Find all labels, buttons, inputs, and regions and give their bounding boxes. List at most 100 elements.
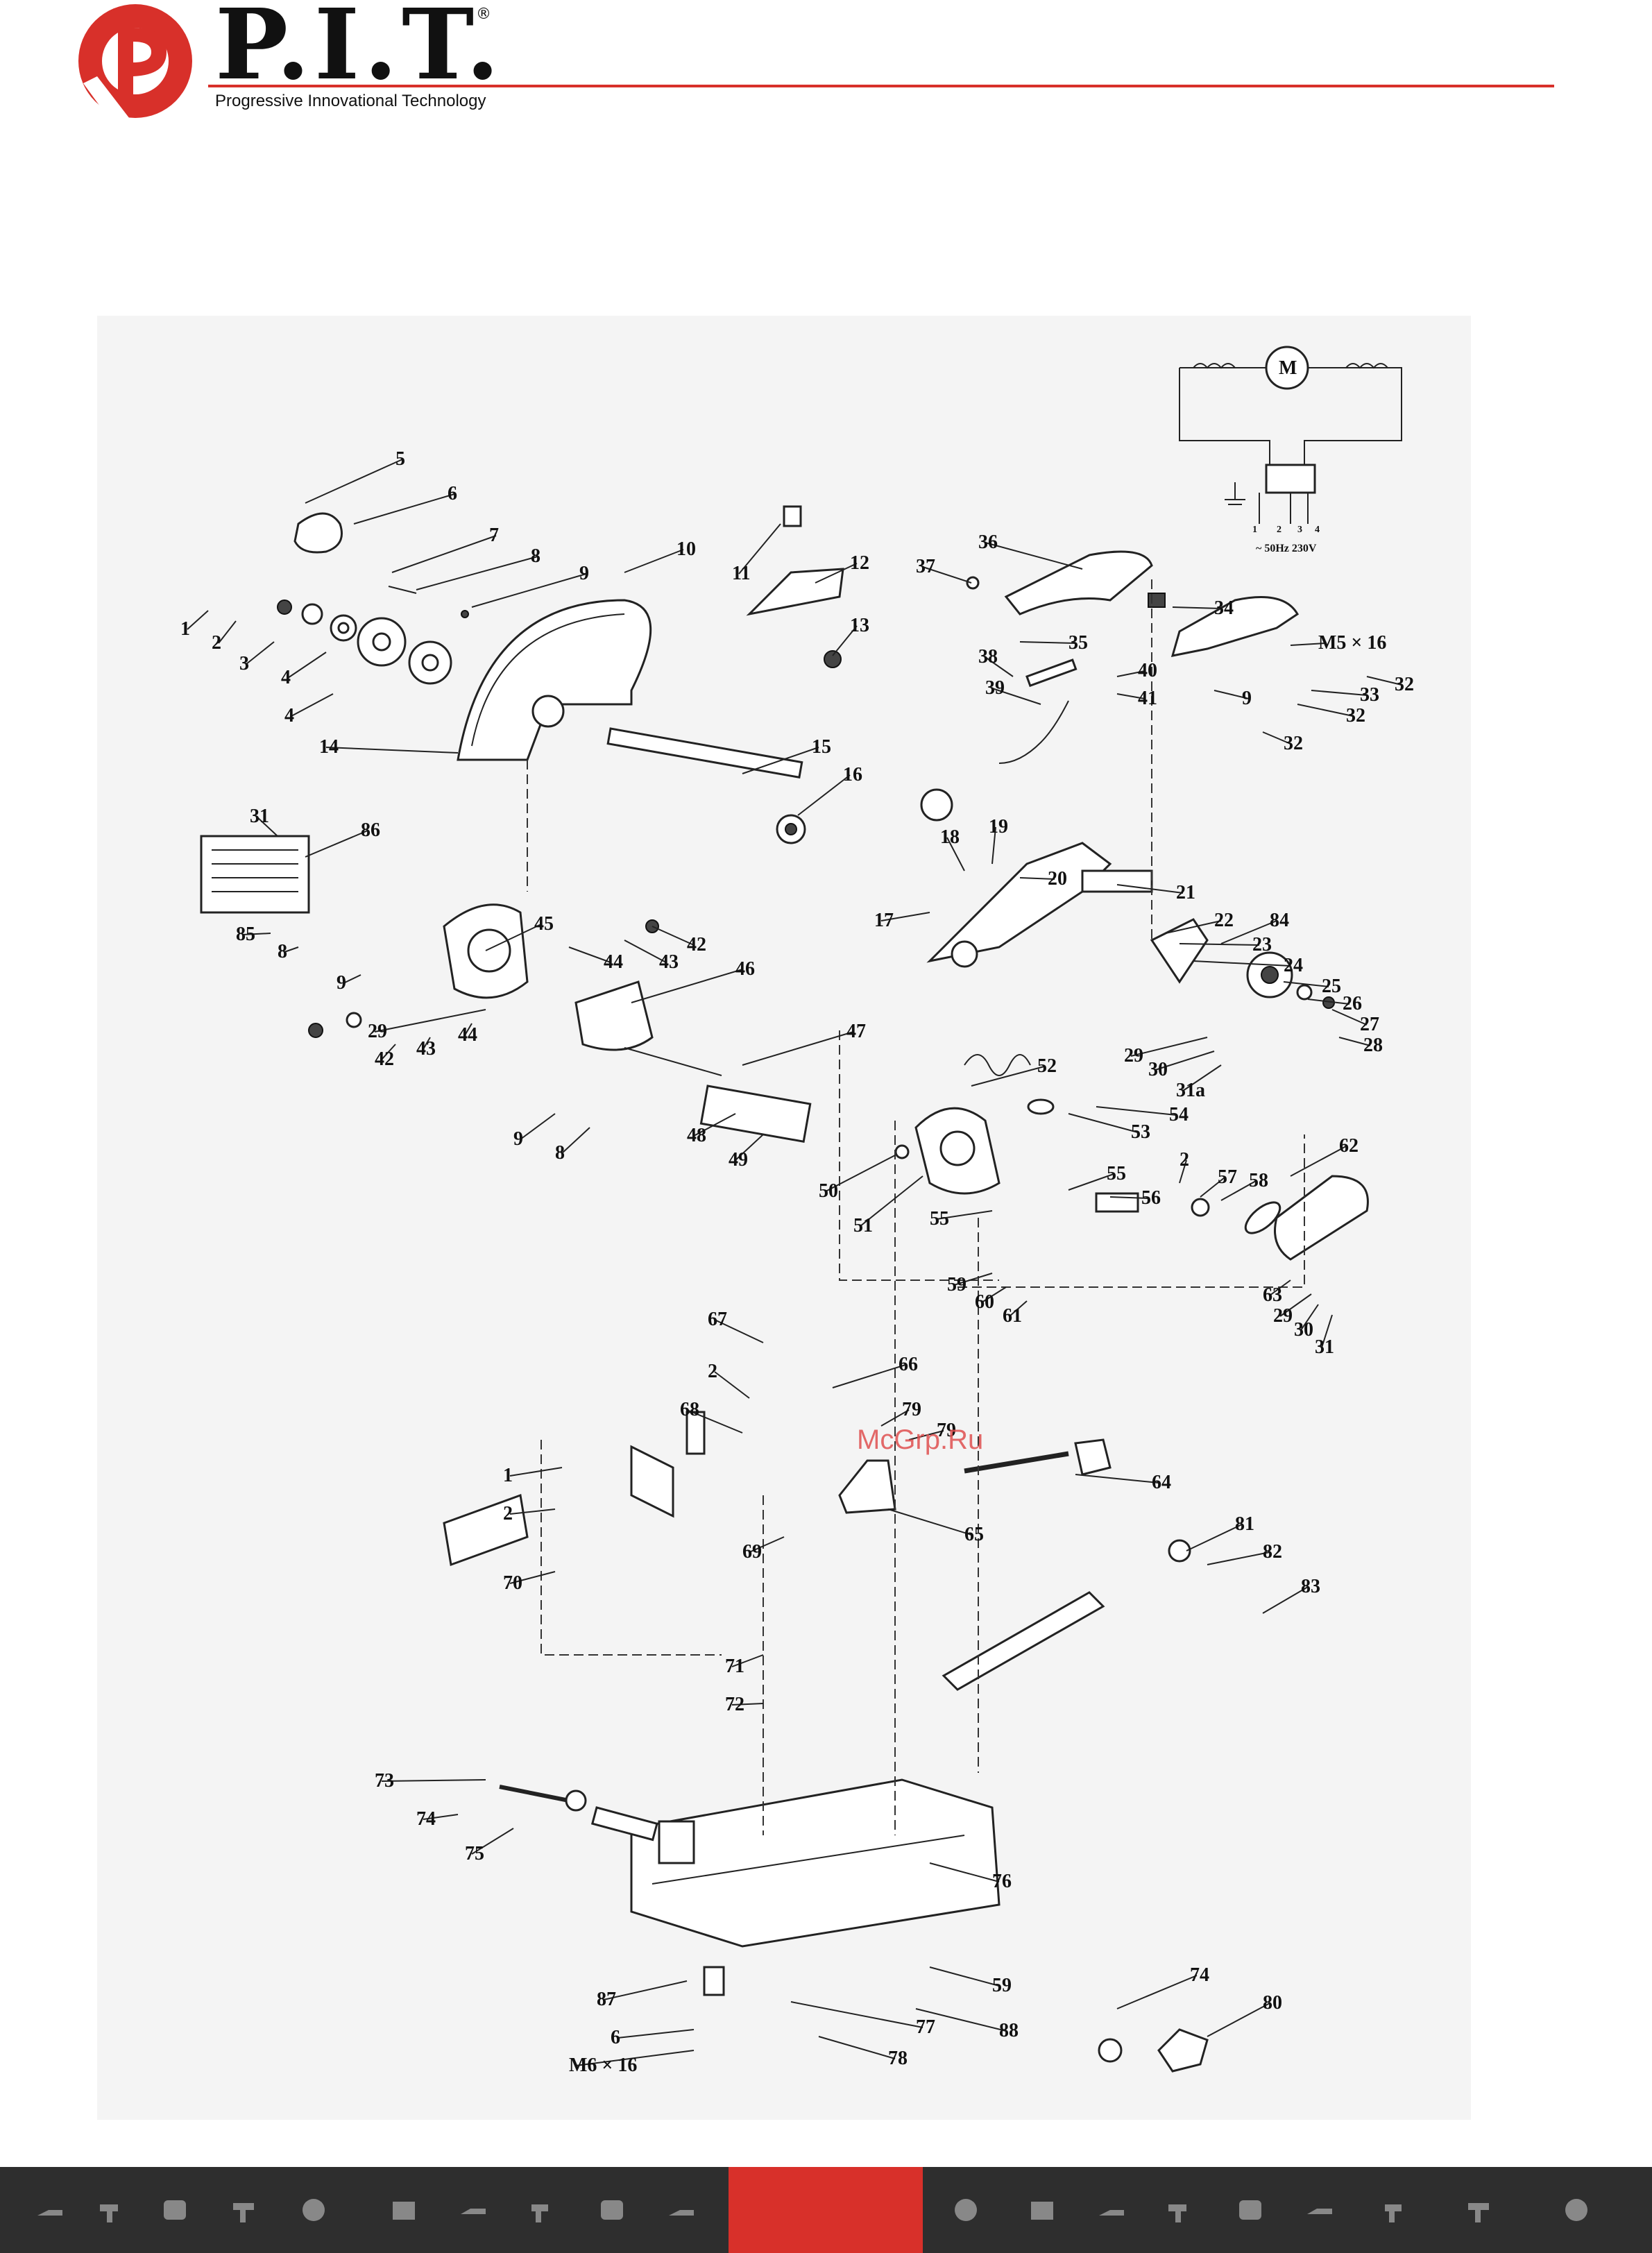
callout-18: 18 — [940, 826, 960, 848]
leader-line-4b — [291, 693, 334, 717]
leader-line-65 — [887, 1508, 972, 1536]
callout-4a: 4 — [281, 667, 291, 688]
leader-line-42b — [381, 1044, 396, 1060]
motor-symbol-icon — [1265, 346, 1309, 390]
callout-37: 37 — [916, 556, 935, 577]
handle-group — [966, 550, 1299, 764]
callout-54: 54 — [1169, 1104, 1189, 1125]
leader-line-54 — [1096, 1106, 1177, 1116]
screwdriver-icon — [531, 2204, 548, 2222]
registered-mark: ® — [476, 6, 491, 23]
leader-line-85 — [242, 933, 271, 935]
arm-group — [920, 788, 1153, 968]
leader-line-9d — [520, 1113, 556, 1140]
callout-29a: 29 — [1124, 1045, 1143, 1066]
callout-66: 66 — [899, 1354, 918, 1375]
switch-pin-1: 1 — [1252, 525, 1257, 535]
wiring-schematic: M 1 2 3 4 ~ 50Hz 230V — [1179, 346, 1402, 554]
leader-line-22 — [1165, 920, 1222, 934]
header-divider — [208, 85, 1554, 87]
leader-line-73 — [381, 1779, 486, 1782]
switch-pin-4: 4 — [1315, 525, 1320, 535]
leader-line-44b — [464, 1023, 472, 1036]
compressor-icon — [601, 2200, 623, 2220]
assembly-lines — [527, 579, 1305, 1835]
callout-30a: 30 — [1148, 1059, 1168, 1080]
leader-line-62 — [1290, 1146, 1347, 1177]
callout-8c: 8 — [555, 1142, 565, 1164]
callout-69: 69 — [742, 1541, 762, 1563]
leader-line-66 — [832, 1364, 906, 1388]
callout-9: 9 — [579, 563, 589, 584]
callout-79a: 79 — [902, 1399, 921, 1420]
leader-line-9c — [343, 974, 361, 984]
callout-88: 88 — [999, 2020, 1019, 2041]
supply-label: ~ 50Hz 230V — [1256, 543, 1317, 554]
callout-32b: 32 — [1346, 705, 1365, 726]
nameplate — [200, 835, 310, 914]
callout-1: 1 — [180, 618, 190, 640]
leader-line-29c — [1279, 1293, 1312, 1317]
leader-line-36 — [985, 542, 1083, 570]
callout-78: 78 — [888, 2048, 908, 2069]
callout-73: 73 — [375, 1770, 394, 1792]
leader-line-13 — [832, 625, 858, 656]
callout-53: 53 — [1131, 1121, 1150, 1143]
callout-2b: 2 — [1180, 1149, 1189, 1171]
callout-85: 85 — [236, 924, 255, 945]
callout-9d: 9 — [513, 1128, 523, 1150]
leader-line-52 — [971, 1066, 1045, 1087]
leader-line-74b — [1116, 1975, 1198, 2009]
callout-24: 24 — [1284, 955, 1303, 976]
callout-12: 12 — [850, 552, 869, 574]
drill-icon — [100, 2204, 118, 2222]
callout-32a: 32 — [1395, 674, 1414, 695]
leader-line-7 — [391, 535, 497, 573]
watermark-text: McGrp.Ru — [857, 1425, 984, 1455]
leader-line-83 — [1262, 1586, 1309, 1614]
callout-40: 40 — [1138, 660, 1157, 681]
callout-9b: 9 — [1242, 688, 1252, 709]
callout-28: 28 — [1363, 1035, 1383, 1056]
callout-13: 13 — [850, 615, 869, 636]
callout-36: 36 — [978, 532, 998, 553]
callout-64: 64 — [1152, 1472, 1171, 1493]
leader-line-69 — [749, 1536, 785, 1553]
callout-74b: 74 — [1190, 1964, 1209, 1986]
callout-71: 71 — [725, 1656, 744, 1677]
leader-line-1 — [187, 610, 209, 630]
callout-51: 51 — [853, 1215, 873, 1236]
leader-line-34 — [1172, 606, 1222, 609]
leader-line-60 — [981, 1286, 1007, 1303]
leader-line-74a — [423, 1814, 459, 1820]
pit-logo-icon — [78, 4, 192, 121]
callout-1b: 1 — [503, 1465, 513, 1486]
callout-50: 50 — [819, 1180, 838, 1202]
guard-clip — [293, 512, 343, 554]
leader-line-38 — [985, 656, 1014, 677]
callout-79b: 79 — [937, 1420, 956, 1441]
leader-line-84 — [1220, 920, 1277, 944]
leader-line-53 — [1068, 1113, 1139, 1133]
leader-line-8 — [416, 556, 538, 590]
leader-line-33 — [1311, 690, 1368, 696]
leader-line-58 — [1220, 1180, 1257, 1201]
jigsaw-icon — [669, 2210, 694, 2216]
callout-8b: 8 — [278, 941, 287, 962]
callout-22: 22 — [1214, 910, 1234, 931]
callout-39: 39 — [985, 677, 1005, 699]
callout-59b: 59 — [992, 1975, 1012, 1996]
base-group — [499, 1778, 1209, 2073]
callout-46: 46 — [735, 958, 755, 980]
grinder-icon — [461, 2209, 486, 2214]
drill-icon-2 — [1168, 2204, 1186, 2222]
leader-line-41 — [1116, 693, 1146, 699]
callout-87: 87 — [597, 1989, 616, 2010]
leader-line-88 — [915, 2008, 1007, 2032]
callout-58: 58 — [1249, 1170, 1268, 1191]
leader-line-m6 — [575, 2050, 695, 2066]
leader-line-80 — [1207, 2003, 1270, 2037]
leader-line-59a — [953, 1273, 993, 1286]
leader-line-30a — [1155, 1051, 1215, 1071]
motor-housing-group — [200, 835, 722, 1076]
